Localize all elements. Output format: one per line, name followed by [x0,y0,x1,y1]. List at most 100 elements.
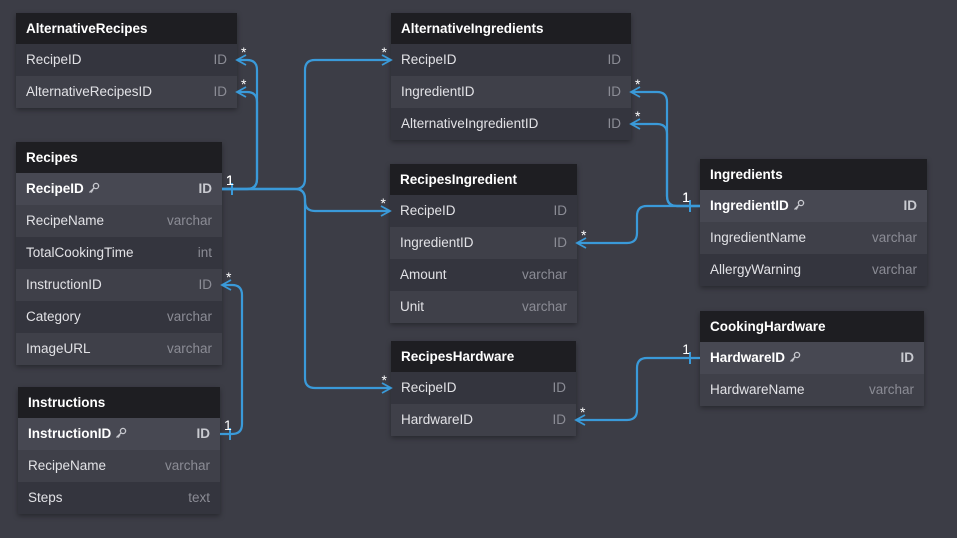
field-row-alternative-recipes-id[interactable]: AlternativeRecipesID ID [16,76,237,108]
table-header[interactable]: CookingHardware [700,311,924,342]
field-name-text: HardwareName [710,382,805,397]
field-name: HardwareID [401,404,473,436]
field-name-text: Unit [400,299,425,314]
field-type: varchar [521,267,567,282]
field-name: RecipeID [26,44,82,76]
field-type: varchar [871,262,917,277]
field-name: RecipeID [401,372,457,404]
field-type: ID [196,426,211,441]
field-name-text: TotalCookingTime [26,245,134,260]
field-name-text: HardwareID [710,350,786,365]
field-row-recipe-name[interactable]: RecipeName varchar [18,450,220,482]
field-type: ID [607,52,622,67]
field-name: RecipeName [26,205,104,237]
field-name: IngredientID [710,190,805,222]
field-type: ID [552,380,567,395]
field-type: ID [213,84,228,99]
table-header[interactable]: Instructions [18,387,220,418]
field-row-allergy-warning[interactable]: AllergyWarning varchar [700,254,927,286]
field-name-text: Steps [28,490,63,505]
field-name-text: AllergyWarning [710,262,802,277]
field-row-ingredient-id[interactable]: IngredientID ID [700,190,927,222]
field-name-text: RecipeName [28,458,107,473]
field-name: Category [26,301,81,333]
field-name: IngredientID [400,227,474,259]
field-row-recipe-id[interactable]: RecipeID ID [16,173,222,205]
field-row-hardware-name[interactable]: HardwareName varchar [700,374,924,406]
field-type: varchar [164,458,210,473]
field-type: varchar [521,299,567,314]
field-name-text: AlternativeRecipesID [26,84,153,99]
field-type: ID [900,350,915,365]
field-row-recipe-id[interactable]: RecipeID ID [391,372,576,404]
field-row-total-cooking-time[interactable]: TotalCookingTime int [16,237,222,269]
field-type: ID [607,116,622,131]
field-name-text: Amount [400,267,447,282]
table-header[interactable]: AlternativeIngredients [391,13,631,44]
field-type: varchar [166,341,212,356]
field-name-text: RecipeID [400,203,456,218]
field-type: varchar [871,230,917,245]
field-type: varchar [166,309,212,324]
field-type: ID [552,412,567,427]
field-name-text: RecipeID [26,181,84,196]
field-name: RecipeName [28,450,106,482]
field-name-text: ImageURL [26,341,91,356]
field-type: ID [903,198,918,213]
field-name: RecipeID [401,44,457,76]
table-header[interactable]: RecipesIngredient [390,164,577,195]
field-type: ID [198,181,213,196]
field-name-text: AlternativeIngredientID [401,116,539,131]
field-type: varchar [868,382,914,397]
field-type: ID [553,235,568,250]
table-header[interactable]: Recipes [16,142,222,173]
field-name: InstructionID [28,418,127,450]
field-name-text: IngredientID [401,84,475,99]
field-row-hardware-id[interactable]: HardwareID ID [700,342,924,374]
field-type: ID [198,277,213,292]
table-header[interactable]: AlternativeRecipes [16,13,237,44]
field-name: AlternativeRecipesID [26,76,152,108]
table-header[interactable]: Ingredients [700,159,927,190]
field-row-unit[interactable]: Unit varchar [390,291,577,323]
field-row-hardware-id[interactable]: HardwareID ID [391,404,576,436]
field-row-ingredient-id[interactable]: IngredientID ID [390,227,577,259]
field-name-text: IngredientID [710,198,789,213]
field-type: ID [213,52,228,67]
field-name-text: Category [26,309,81,324]
field-row-recipe-id[interactable]: RecipeID ID [391,44,631,76]
field-row-instruction-id[interactable]: InstructionID ID [18,418,220,450]
field-name-text: RecipeName [26,213,105,228]
field-row-image-url[interactable]: ImageURL varchar [16,333,222,365]
field-row-alternative-ingredient-id[interactable]: AlternativeIngredientID ID [391,108,631,140]
field-name: Amount [400,259,447,291]
field-name: RecipeID [400,195,456,227]
primary-key-icon [785,350,801,365]
field-row-instruction-id[interactable]: InstructionID ID [16,269,222,301]
primary-key-icon [111,426,127,441]
field-name-text: InstructionID [26,277,102,292]
field-type: int [197,245,212,260]
field-name: HardwareName [710,374,805,406]
field-row-amount[interactable]: Amount varchar [390,259,577,291]
field-row-category[interactable]: Category varchar [16,301,222,333]
field-name: AllergyWarning [710,254,801,286]
field-row-recipe-id[interactable]: RecipeID ID [16,44,237,76]
table-header[interactable]: RecipesHardware [391,341,576,372]
primary-key-icon [84,181,100,196]
field-name: ImageURL [26,333,91,365]
